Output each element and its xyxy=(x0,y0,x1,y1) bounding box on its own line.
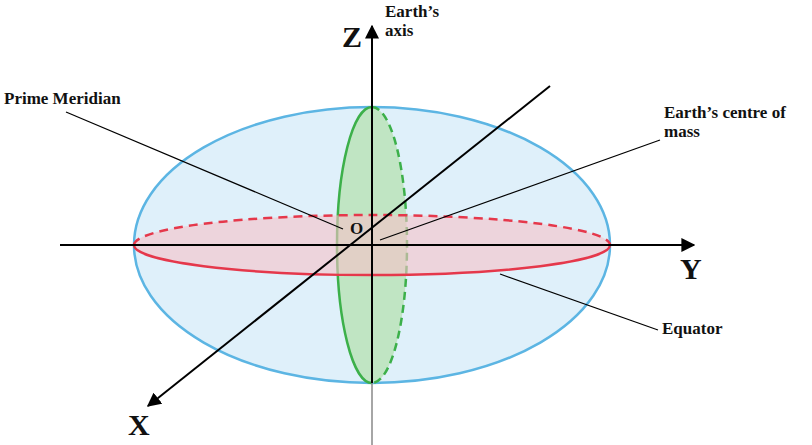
origin-label: O xyxy=(350,220,363,239)
x-axis xyxy=(148,86,550,406)
axis-name: Earth’s axis xyxy=(385,3,457,40)
z-axis xyxy=(371,26,373,383)
part-label: Prime Meridian xyxy=(4,90,121,109)
leader-line xyxy=(380,140,660,240)
part-label: Earth’s centre of mass xyxy=(664,104,786,141)
axis-letter: Y xyxy=(680,252,702,285)
y-axis xyxy=(60,244,694,246)
leader-line xyxy=(66,112,343,229)
axis-letter: X xyxy=(128,408,150,441)
leader-line xyxy=(500,274,658,330)
axis-letter: Z xyxy=(342,20,362,53)
part-label: Equator xyxy=(662,320,722,339)
z-axis-lower xyxy=(371,383,373,445)
